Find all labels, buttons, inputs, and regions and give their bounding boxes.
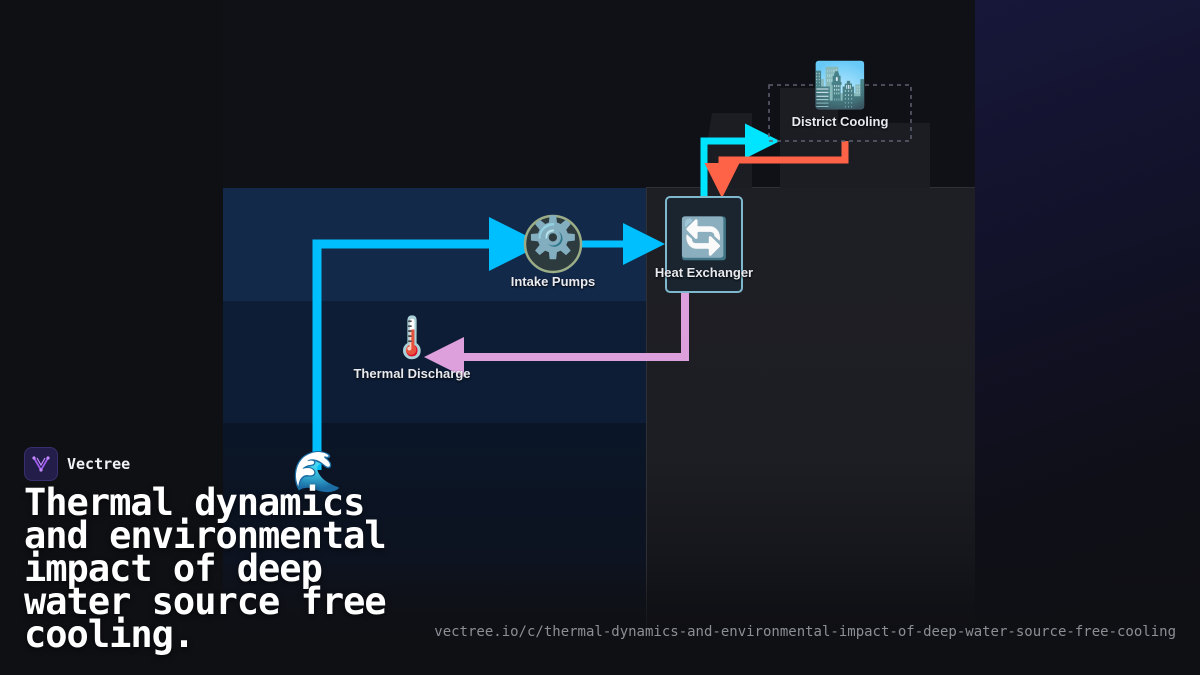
water-wave-icon: 🌊 bbox=[292, 449, 342, 495]
thermal-discharge-label: Thermal Discharge bbox=[353, 366, 471, 381]
intake-pumps-node: ⚙️ Intake Pumps bbox=[493, 218, 613, 289]
flow-source-to-intake bbox=[312, 217, 543, 470]
flow-exchanger-to-district bbox=[700, 123, 780, 196]
vectree-logo-icon bbox=[24, 447, 58, 481]
flow-exchanger-to-discharge bbox=[424, 292, 689, 377]
thermometer-icon: 🌡️ bbox=[387, 315, 437, 361]
heat-exchanger-node: 🔄 Heat Exchanger bbox=[643, 219, 765, 280]
source-node: 🌊 bbox=[287, 452, 347, 492]
page-title: Thermal dynamics and environmental impac… bbox=[24, 481, 387, 656]
bottom-fade bbox=[0, 560, 1200, 675]
heat-exchanger-label: Heat Exchanger bbox=[654, 265, 754, 280]
cityscape-icon: 🏙️ bbox=[812, 60, 868, 111]
brand-name: Vectree bbox=[67, 455, 131, 473]
page-url[interactable]: vectree.io/c/thermal-dynamics-and-enviro… bbox=[434, 624, 1176, 640]
heat-exchanger-box bbox=[665, 196, 743, 293]
gear-icon: ⚙️ bbox=[528, 215, 578, 261]
flow-district-to-exchanger bbox=[704, 141, 849, 198]
intake-pumps-label: Intake Pumps bbox=[510, 274, 596, 289]
cycle-arrows-icon: 🔄 bbox=[679, 216, 729, 262]
district-cooling-node: 🏙️ District Cooling bbox=[770, 60, 910, 130]
district-cooling-label: District Cooling bbox=[791, 114, 889, 129]
district-cooling-boundary bbox=[768, 84, 912, 142]
intake-pumps-ring bbox=[523, 214, 583, 274]
brand: Vectree bbox=[24, 447, 130, 481]
thermal-discharge-node: 🌡️ Thermal Discharge bbox=[347, 318, 477, 381]
